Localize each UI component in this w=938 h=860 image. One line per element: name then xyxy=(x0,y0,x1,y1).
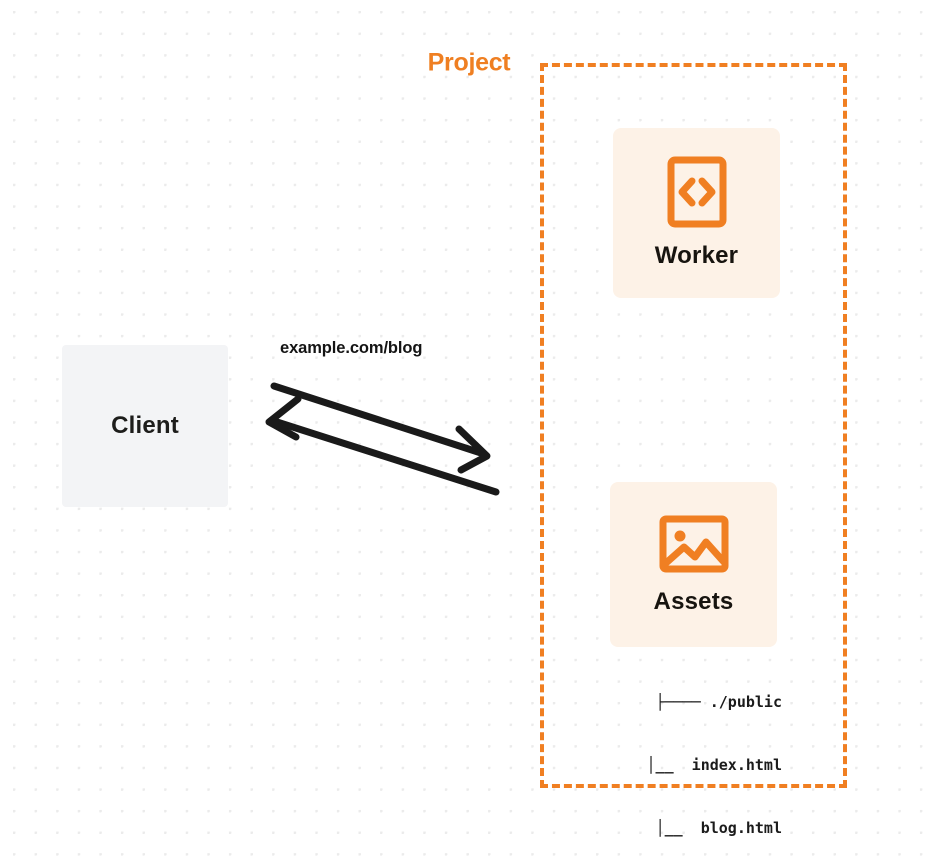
client-node[interactable]: Client xyxy=(62,345,228,507)
worker-node-label: Worker xyxy=(654,242,739,269)
image-icon xyxy=(659,514,729,574)
tree-row: │__ index.html xyxy=(646,756,782,774)
tree-row: ├──── ./public xyxy=(655,693,782,711)
code-brackets-icon xyxy=(667,156,727,228)
assets-node-label: Assets xyxy=(653,587,734,615)
project-title: Project xyxy=(420,50,518,76)
worker-node[interactable]: Worker xyxy=(613,128,780,298)
project-boundary xyxy=(540,63,847,788)
asset-file-tree: ├──── ./public │__ index.html │__ blog.h… xyxy=(560,650,782,860)
request-url-label: example.com/blog xyxy=(280,339,423,357)
arrow-client-to-project xyxy=(270,382,491,474)
arrow-project-to-client xyxy=(265,395,500,496)
assets-node[interactable]: Assets xyxy=(610,482,777,647)
client-node-label: Client xyxy=(111,412,179,439)
tree-row: │__ blog.html xyxy=(655,819,782,837)
